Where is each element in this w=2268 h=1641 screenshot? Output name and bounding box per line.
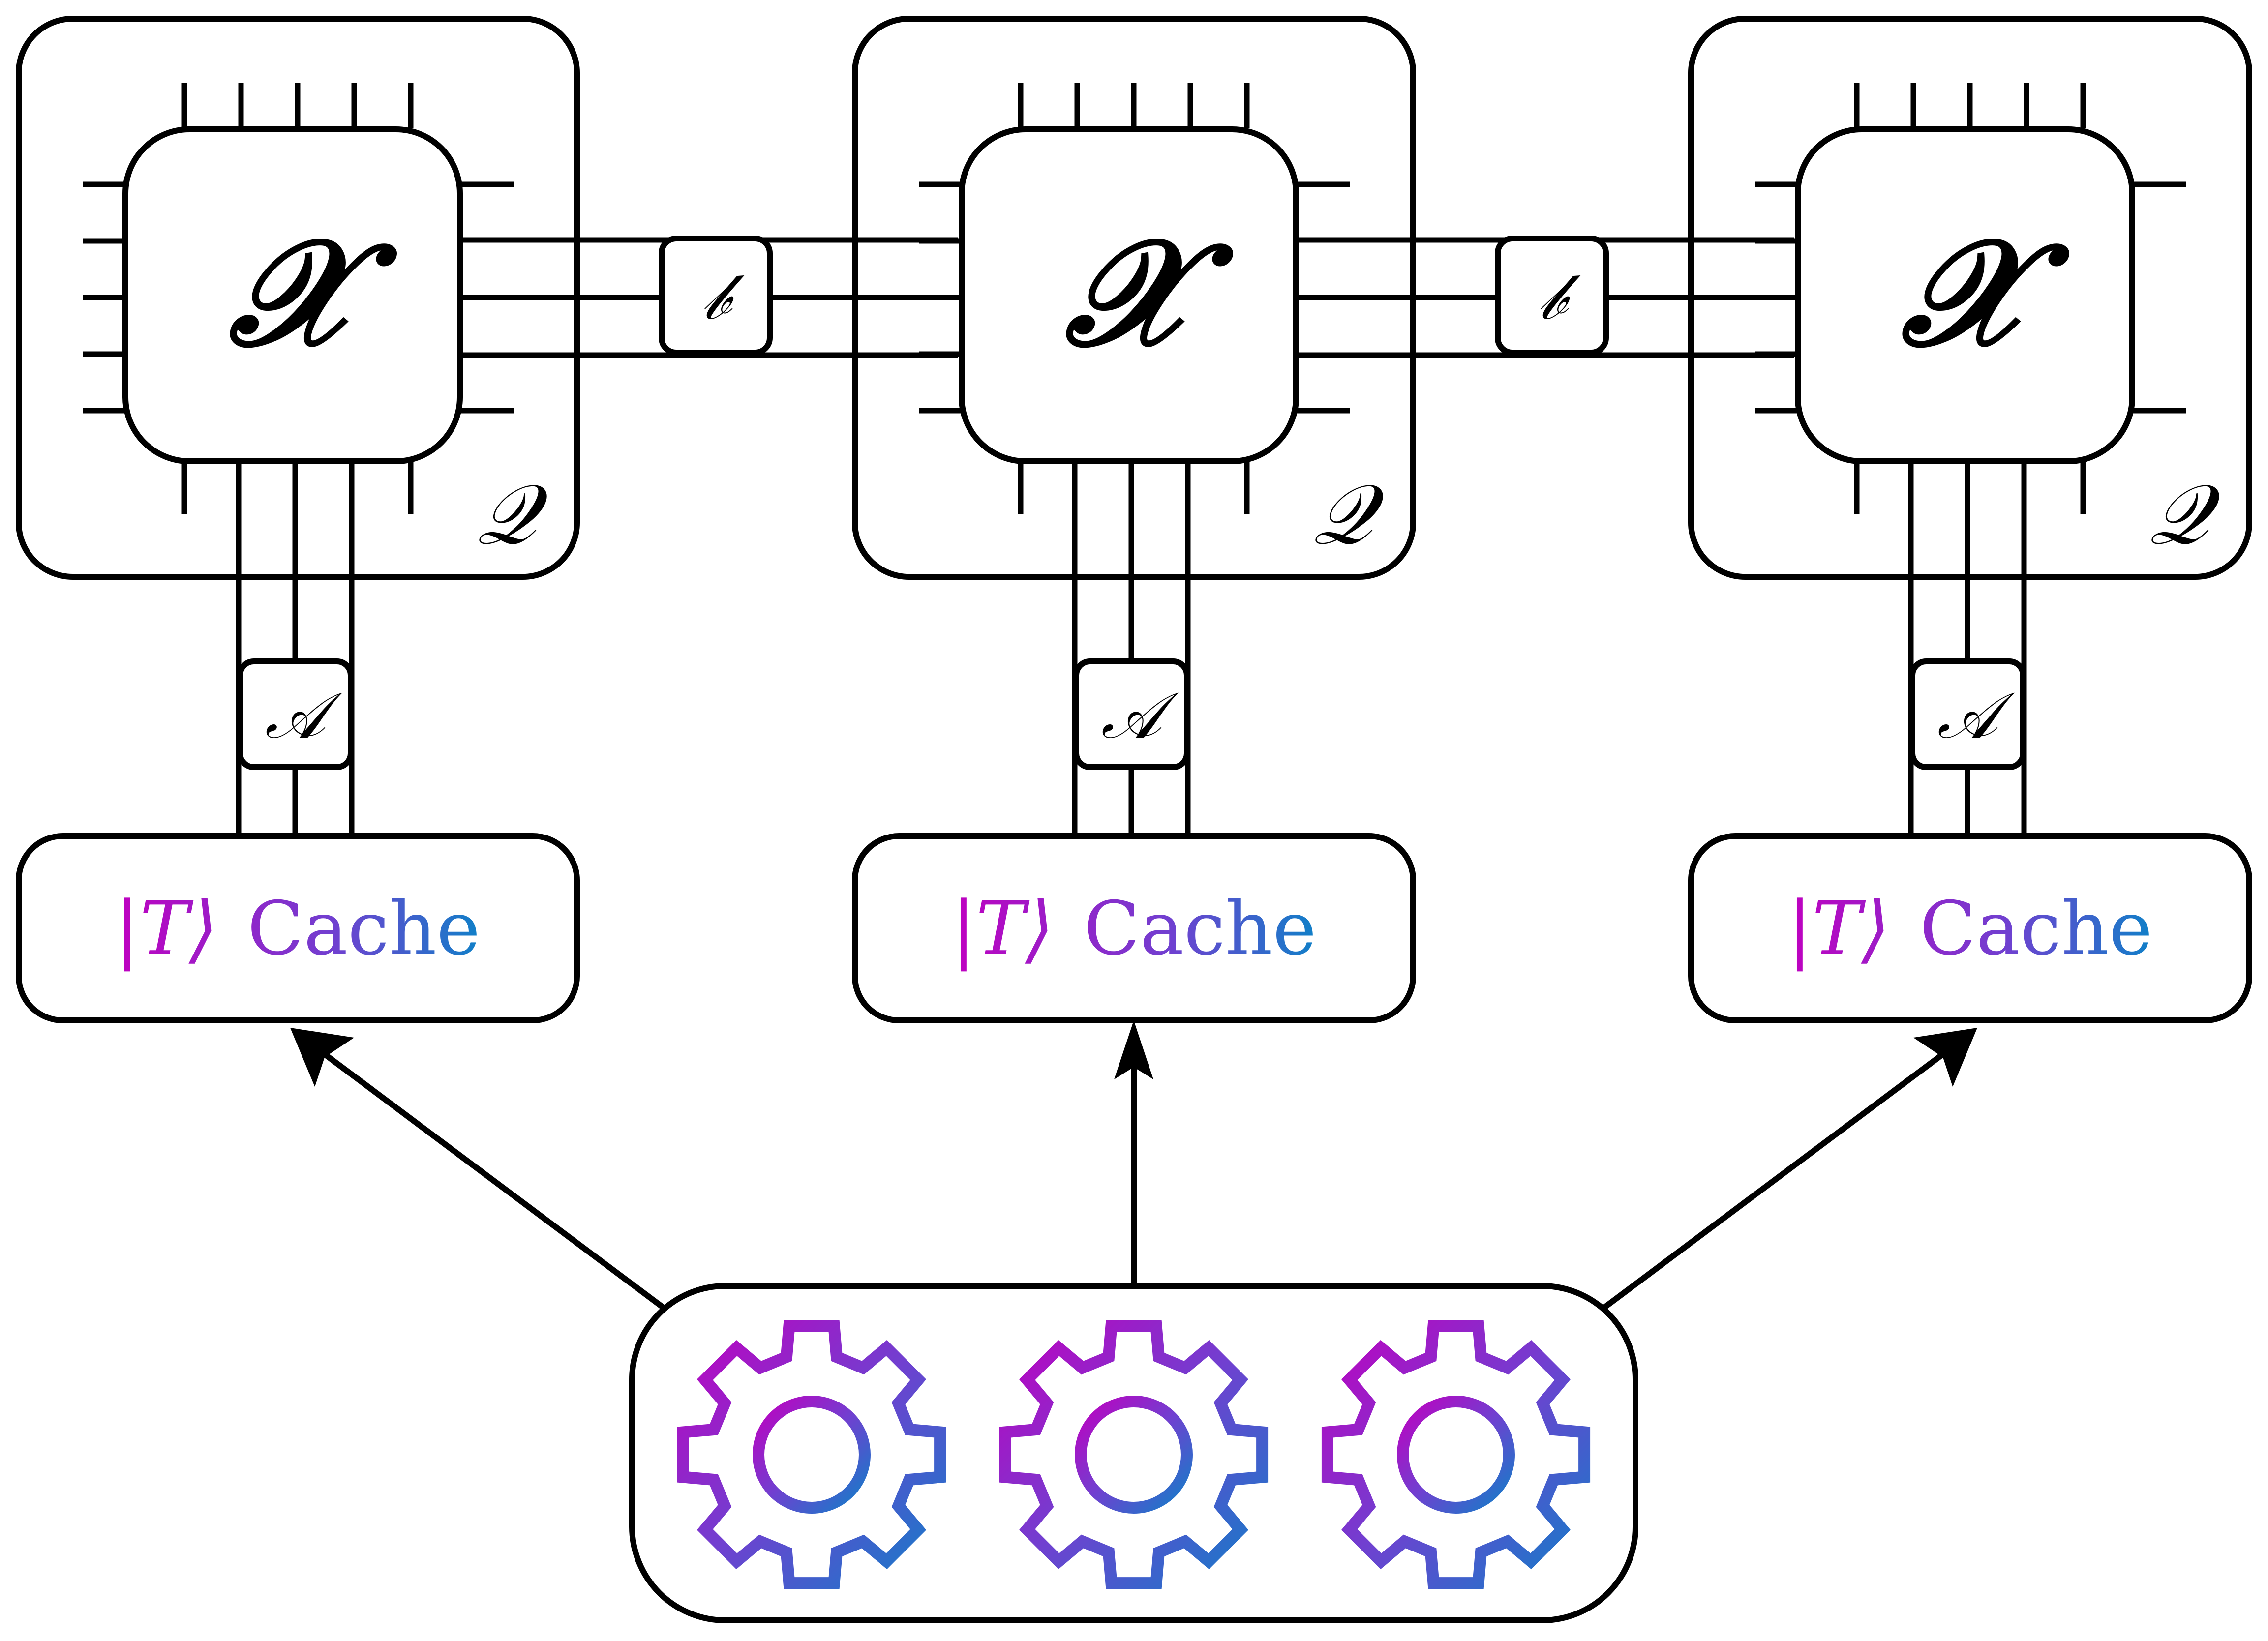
cache-label: |T⟩ Cache [115,886,481,972]
bus-box-2: 𝒷 [1495,236,1609,356]
cache-ket: |T⟩ [951,886,1054,972]
arrowhead-2 [1114,1020,1153,1079]
cache-label: |T⟩ Cache [951,886,1317,972]
qpu-module-2: 𝒳𝒬𝒜|T⟩Cache [852,16,1416,1023]
adapter-box [237,658,354,770]
chip-pins [919,83,1350,514]
cache-box [852,833,1416,1023]
adapter-box [1909,658,2026,770]
qpu-module-1: 𝒳𝒬𝒜|T⟩Cache [16,16,580,1023]
arrow-to-cache-1 [320,1050,666,1311]
arrowhead-3 [1913,1028,1977,1087]
cache-label: |T⟩ Cache [1787,886,2153,972]
cache-word: Cache [1920,886,2153,972]
adapter-box [1073,658,1190,770]
processor-chip [1795,126,2135,464]
processor-chip [122,126,463,464]
cache-box [16,833,580,1023]
cache-ket: |T⟩ [115,886,218,972]
cache-word: Cache [247,886,481,972]
cache-ket: |T⟩ [1787,886,1890,972]
arrowhead-1 [290,1028,354,1087]
gear-icon [999,1320,1269,1589]
processor-chip [959,126,1299,464]
t-state-factory [629,1283,1638,1623]
qpu-label: 𝒬 [1313,466,1385,564]
chip-pins [1755,83,2186,514]
distribution-arrows [290,1020,1977,1311]
chip-pins [83,83,514,514]
cache-word: Cache [1084,886,1317,972]
gear-icon [677,1320,946,1589]
gear-icon [1321,1320,1591,1589]
arrow-to-cache-3 [1602,1050,1947,1311]
qpu-label: 𝒬 [477,466,548,564]
qpu-label: 𝒬 [2149,466,2221,564]
cache-box [1688,833,2252,1023]
bus-box-1: 𝒷 [659,236,773,356]
qpu-module-3: 𝒳𝒬𝒜|T⟩Cache [1688,16,2252,1023]
